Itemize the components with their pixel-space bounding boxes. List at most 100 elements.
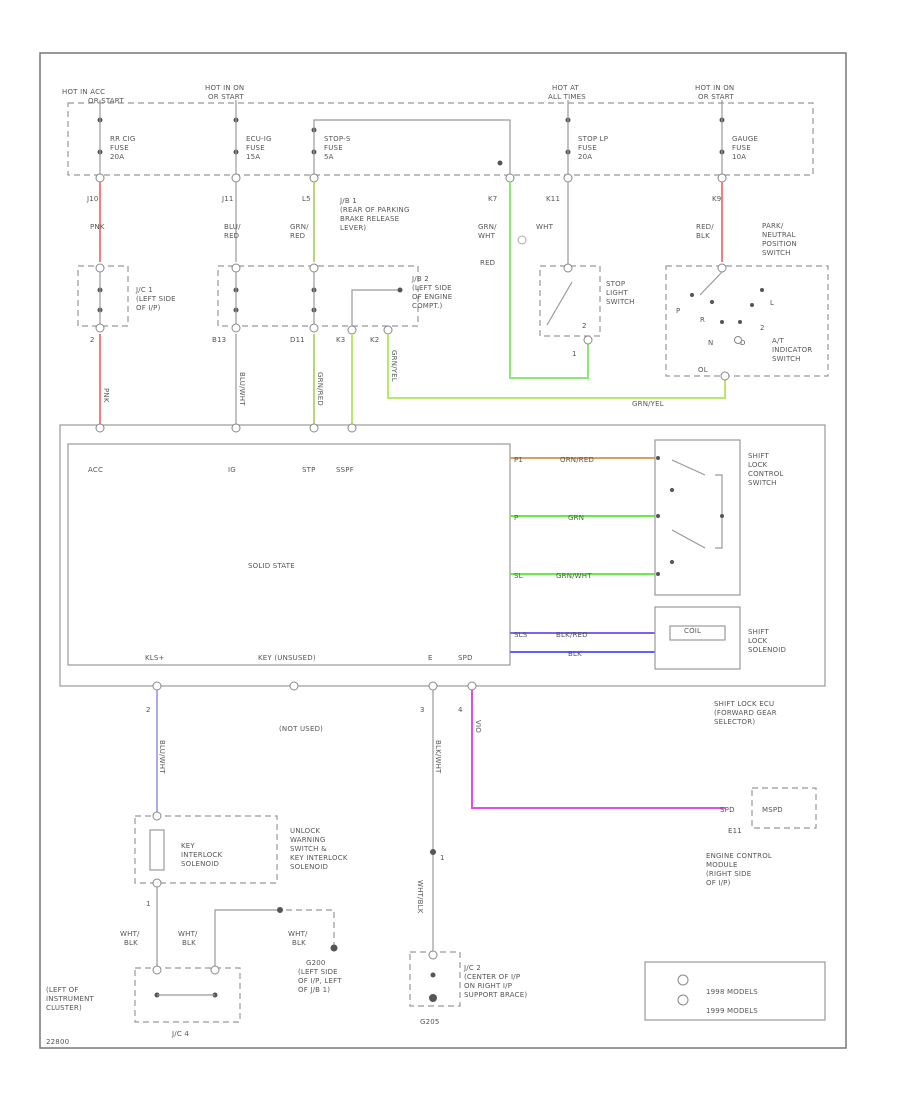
pin-mid-b13: B13 bbox=[212, 336, 226, 344]
jc1-label-3: OF I/P) bbox=[136, 304, 161, 312]
ecm-box-label: MSPD bbox=[762, 806, 783, 814]
unlock-label: UNLOCK bbox=[290, 827, 320, 835]
stop-switch-label-2: LIGHT bbox=[606, 289, 628, 297]
jb1-box bbox=[217, 265, 419, 327]
wire-grnyel-pnp bbox=[387, 334, 726, 399]
power-label-on1: HOT IN ON bbox=[205, 84, 244, 92]
connector-j10 bbox=[95, 173, 105, 183]
wire-grnwht-stop bbox=[509, 182, 589, 379]
jc2-label: J/C 2 bbox=[463, 964, 481, 972]
gear-n: N bbox=[708, 339, 713, 347]
gear-p: P bbox=[676, 307, 680, 315]
fuse-stop-lp: STOP LP FUSE 20A bbox=[565, 100, 608, 180]
pnp-switch-blade bbox=[699, 271, 723, 296]
ecm-box bbox=[751, 787, 817, 829]
wire-label-grn: GRN/ bbox=[290, 223, 309, 231]
jb1-label-4: LEVER) bbox=[340, 224, 366, 232]
ecu-pin-sl: SL bbox=[514, 572, 523, 580]
shift-solenoid-label-2: LOCK bbox=[748, 637, 768, 645]
wire-label-orn-red: ORN/RED bbox=[560, 456, 594, 464]
shift-lock-solenoid-box bbox=[654, 606, 741, 670]
fuse-stop-s: STOP-S FUSE 5A bbox=[311, 119, 511, 180]
wire-label-grn-red: RED bbox=[290, 232, 305, 240]
wire-label-whtblk-c: WHT/ bbox=[288, 930, 308, 938]
svg-text:15A: 15A bbox=[246, 153, 260, 161]
connector-l5 bbox=[309, 173, 319, 183]
pin-k11: K11 bbox=[546, 195, 560, 203]
power-label-acc: HOT IN ACC bbox=[62, 88, 105, 96]
pin-k7: K7 bbox=[488, 195, 497, 203]
wire-wht-blk-b bbox=[214, 909, 280, 968]
shift-switch-common bbox=[715, 474, 723, 549]
svg-text:FUSE: FUSE bbox=[110, 144, 129, 152]
ecu-term-sspf: SSPF bbox=[336, 466, 354, 474]
ecu-pin-p1: P1 bbox=[514, 456, 523, 464]
svg-text:FUSE: FUSE bbox=[732, 144, 751, 152]
wire-label-red: RED bbox=[224, 232, 239, 240]
wire-v-pnk: PNK bbox=[102, 388, 110, 403]
ecu-solid-state-box bbox=[67, 443, 511, 666]
wire-label-grn-h: GRN bbox=[568, 514, 584, 522]
gear-l: L bbox=[770, 299, 774, 307]
ecu-name: SHIFT LOCK ECU bbox=[714, 700, 774, 708]
pnp-label-2: NEUTRAL bbox=[762, 231, 796, 239]
jb2-connector-k2 bbox=[383, 325, 393, 335]
pin-mid-k2: K2 bbox=[370, 336, 379, 344]
at-ind-label-2: INDICATOR bbox=[772, 346, 812, 354]
unlock-label-3: SWITCH & bbox=[290, 845, 327, 853]
stop-switch-blade bbox=[546, 281, 573, 326]
wire-label-blk-b: BLK bbox=[182, 939, 196, 947]
gear-d: D bbox=[740, 339, 746, 347]
jc1-connector-bottom bbox=[95, 323, 105, 333]
svg-text:5A: 5A bbox=[324, 153, 334, 161]
wire-label-grn-wht2: WHT bbox=[478, 232, 496, 240]
pin-j11: J11 bbox=[221, 195, 234, 203]
fuse-ecu-ig: ECU-IG FUSE 15A bbox=[233, 100, 272, 180]
wire-label-red-blk2: BLK bbox=[696, 232, 710, 240]
ecm-pin-e11: E11 bbox=[728, 827, 742, 835]
shift-solenoid-label: SHIFT bbox=[748, 628, 769, 636]
wire-v-bluwht: BLU/WHT bbox=[238, 372, 246, 406]
key-interlock-label-2: INTERLOCK bbox=[181, 851, 223, 859]
wire-label-pnk: PNK bbox=[90, 223, 105, 231]
legend-1999-symbol bbox=[677, 994, 689, 1006]
lower-pin-1: 1 bbox=[146, 900, 151, 908]
shift-solenoid-label-3: SOLENOID bbox=[748, 646, 786, 654]
svg-text:20A: 20A bbox=[110, 153, 124, 161]
svg-text:ECU-IG: ECU-IG bbox=[246, 135, 272, 143]
pin-j10: J10 bbox=[86, 195, 99, 203]
jc2-label-4: SUPPORT BRACE) bbox=[464, 991, 527, 999]
shift-control-label-4: SWITCH bbox=[748, 479, 777, 487]
wire-label-whtblk-b: WHT/ bbox=[178, 930, 198, 938]
ecu-name-3: SELECTOR) bbox=[714, 718, 755, 726]
unlock-label-5: SOLENOID bbox=[290, 863, 328, 871]
jb1-connector-stop bbox=[309, 263, 319, 273]
key-interlock-coil bbox=[149, 829, 165, 871]
lower-pin-1b: 1 bbox=[440, 854, 445, 862]
power-label-on2: HOT IN ON bbox=[695, 84, 734, 92]
ecu-pin-p: P bbox=[514, 514, 518, 522]
jb2-connector-k3 bbox=[347, 325, 357, 335]
jb2-label-3: OF ENGINE bbox=[412, 293, 452, 301]
pnp-label: PARK/ bbox=[762, 222, 784, 230]
shift-control-label-3: CONTROL bbox=[748, 470, 784, 478]
ecm-pin-spd: SPD bbox=[720, 806, 735, 814]
shift-lock-coil-label: COIL bbox=[684, 627, 701, 635]
wire-label-red-blk: RED/ bbox=[696, 223, 714, 231]
wire-v-vio: VIO bbox=[474, 720, 482, 733]
shift-switch-blade-1 bbox=[671, 459, 706, 476]
wire-label-blu: BLU/ bbox=[224, 223, 241, 231]
ecu-outer-box bbox=[59, 424, 826, 687]
jc2-label-3: ON RIGHT I/P bbox=[464, 982, 512, 990]
g200-label: G200 bbox=[306, 959, 326, 967]
ecu-term-ig: IG bbox=[228, 466, 236, 474]
cluster-label-3: CLUSTER) bbox=[46, 1004, 82, 1012]
jb1-connector-d11 bbox=[309, 323, 319, 333]
power-label-at: HOT AT bbox=[552, 84, 580, 92]
model-mark-1998 bbox=[517, 235, 527, 245]
g200-label-3: OF I/P, LEFT bbox=[298, 977, 342, 985]
power-label-on2b: OR START bbox=[698, 93, 734, 101]
ecu-bottom-e: E bbox=[428, 654, 433, 662]
pnp-switch-box bbox=[665, 265, 829, 377]
